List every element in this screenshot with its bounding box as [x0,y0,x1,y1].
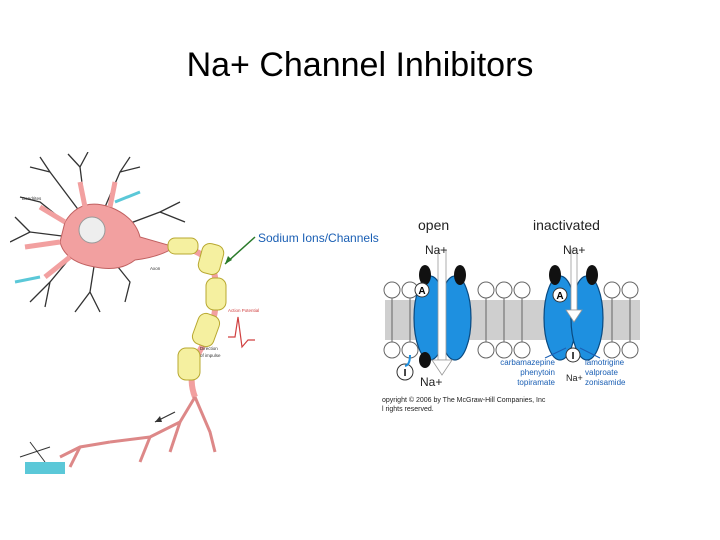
inactivated-channel [543,249,604,363]
nucleus [78,216,106,244]
inactivated-gate-i: I [572,351,575,362]
neuron-illustration: Dendrites Axon Action Potential Directio… [10,152,259,474]
na-top-open: Na+ [425,243,447,257]
open-gate-a: A [418,286,425,297]
slide-title: Na+ Channel Inhibitors [186,46,534,84]
channel-diagram: A I A I open inactivated Na+ Na+ Na+ Na+… [382,217,640,413]
action-potential-label: Action Potential [228,308,259,313]
drug-valproate: valproate [585,368,618,377]
dendrite-roots [24,181,118,279]
myelin-sheath [167,237,227,381]
lipid-tails [391,298,631,342]
na-bottom-inactivated: Na+ [566,373,583,383]
sodium-channels-label: Sodium Ions/Channels [258,231,379,245]
drug-lamotrigine: lamotrigine [585,358,625,367]
drug-topiramate: topiramate [517,378,555,387]
inactivated-gate-a: A [556,291,563,302]
drug-phenytoin: phenytoin [520,368,555,377]
open-gate-i: I [404,368,407,379]
direction-label-2: of impulse [200,353,221,358]
open-channel [396,249,472,381]
direction-label-1: Direction [200,346,218,351]
axon-terminals [59,396,217,468]
cell-body [59,203,177,269]
inactivated-heading: inactivated [533,217,600,233]
na-bottom-open: Na+ [420,375,442,389]
drug-pointers [544,347,601,359]
dendrites-label: Dendrites [22,196,42,201]
open-heading: open [418,217,449,233]
receiving-cell [19,441,65,474]
drug-zonisamide: zonisamide [585,378,626,387]
na-top-inactivated: Na+ [563,243,585,257]
copyright-line-1: opyright © 2006 by The McGraw-Hill Compa… [382,396,546,404]
drug-carbamazepine: carbamazepine [500,358,555,367]
lipid-heads [383,281,639,359]
action-potential-trace [228,316,255,349]
axon-label: Axon [150,266,161,271]
copyright-line-2: l rights reserved. [382,406,434,413]
